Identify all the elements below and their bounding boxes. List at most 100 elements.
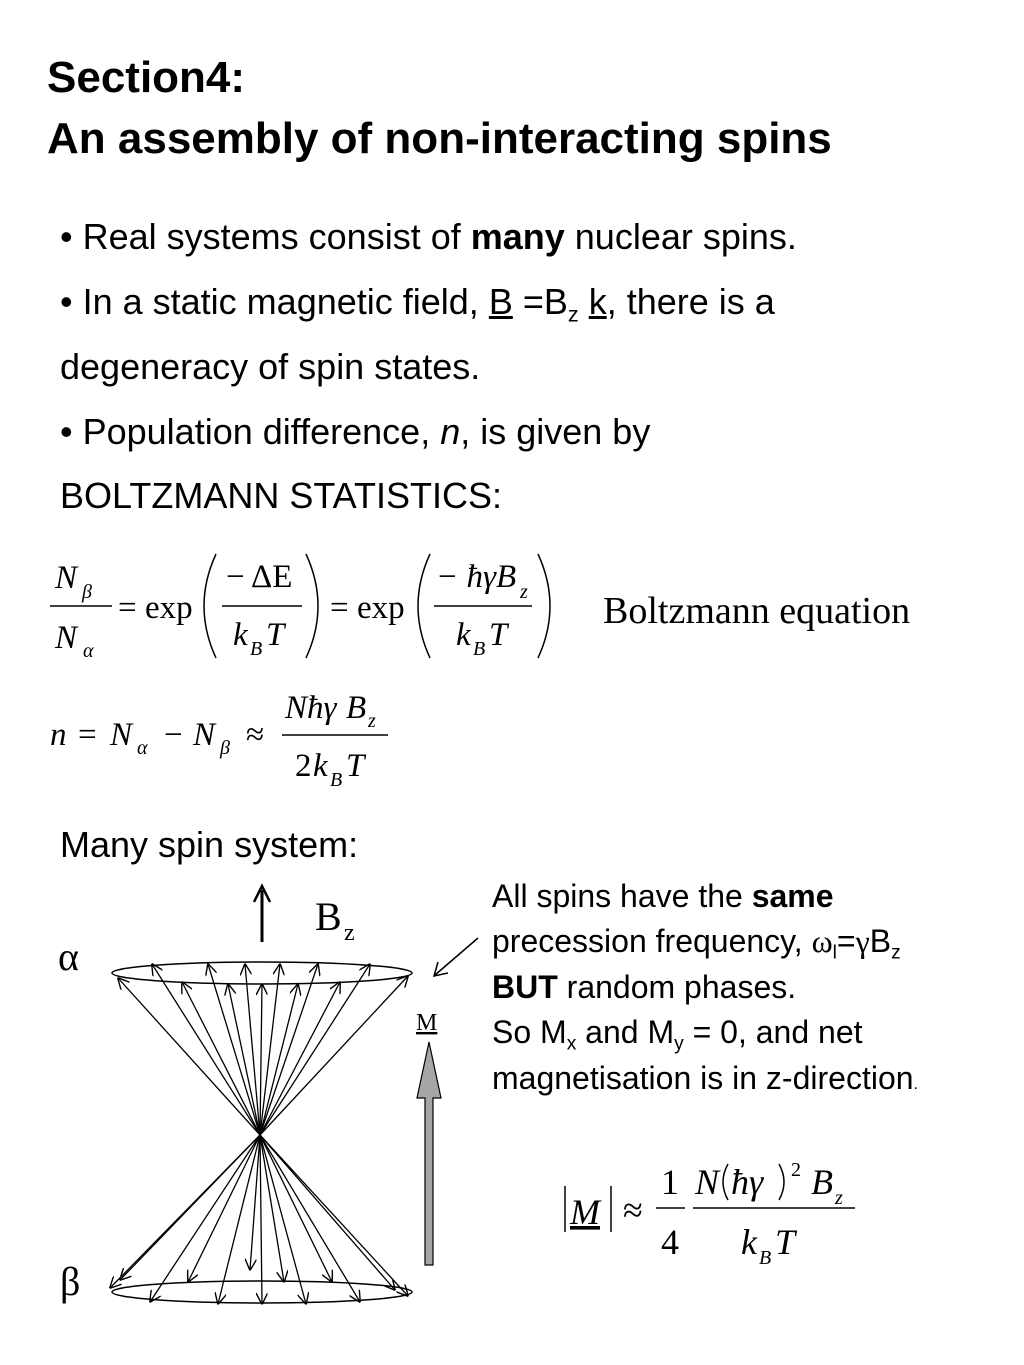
bullet-static-field-line2: degeneracy of spin states.: [60, 346, 481, 387]
spin-vector: [259, 1134, 332, 1282]
approx-sign: ≈: [623, 1190, 643, 1230]
field-label-sub: z: [344, 920, 355, 946]
sub-z: z: [367, 710, 376, 732]
sub-z: z: [834, 1187, 843, 1209]
boltzmann-equation: N β N α = exp − ΔE k B T = exp − ħγB z k…: [50, 553, 910, 662]
caption-pointer-head: [432, 961, 449, 977]
t-symbol: T: [775, 1222, 798, 1262]
spin-vector: [228, 984, 261, 1136]
t-symbol: T: [489, 617, 510, 653]
caption-subscript: l: [832, 943, 837, 965]
bullet-bold-text: many: [470, 216, 565, 257]
k-symbol: k: [456, 617, 472, 653]
caption-line: All spins have the same: [492, 874, 918, 919]
magnetisation-equation: M ≈ 1 4 N ħγ 2 B z k B T: [564, 1159, 855, 1269]
caption-pointer-arrow: [434, 937, 479, 976]
beta-spin-vectors: [110, 1134, 408, 1304]
four-symbol: 4: [661, 1222, 679, 1262]
equals-sign: =: [78, 717, 97, 753]
caption-line: BUT random phases.: [492, 965, 918, 1010]
omega-symbol: ω: [811, 923, 833, 960]
caption-text: .: [913, 1075, 918, 1093]
k-symbol: k: [233, 617, 249, 653]
b-symbol: B: [346, 690, 366, 726]
n-beta: N: [192, 717, 217, 753]
square-exponent: 2: [791, 1159, 801, 1181]
field-arrow-head: [252, 883, 272, 903]
bullet-text: , is given by: [460, 411, 651, 452]
sub-b: B: [759, 1247, 771, 1269]
bullet-text: nuclear spins.: [564, 216, 797, 257]
caption-bold-text: same: [751, 878, 834, 914]
caption-text: B: [869, 923, 892, 960]
caption-text: random phases.: [557, 968, 797, 1005]
caption-subscript: y: [674, 1034, 684, 1056]
equals-sign: =: [330, 590, 349, 626]
spin-vector: [182, 982, 261, 1136]
spin-vector: [150, 1134, 261, 1302]
sub-beta: β: [81, 581, 92, 603]
bullet-text: =B: [512, 281, 568, 322]
k-symbol: k: [741, 1222, 758, 1262]
vector-b: B: [488, 281, 513, 322]
bullet-text: • Population difference,: [60, 411, 441, 452]
caption-text: All spins have the: [492, 878, 752, 914]
spin-vector: [259, 964, 370, 1136]
n-symbol: N: [694, 1162, 721, 1202]
minus-delta-e: − ΔE: [226, 559, 292, 595]
one-symbol: 1: [661, 1162, 679, 1202]
caption-bold-text: BUT: [492, 968, 558, 1005]
sub-z: z: [519, 581, 528, 603]
caption-subscript: z: [891, 943, 901, 965]
exp-label: exp: [357, 590, 405, 626]
left-paren: [417, 553, 431, 659]
bullet-text: • Real systems consist of: [60, 216, 471, 257]
diagram-heading: Many spin system:: [60, 824, 359, 865]
spin-vector: [250, 1134, 261, 1270]
right-paren: [778, 1163, 785, 1201]
spin-vector: [120, 1134, 261, 1280]
vector-k: k: [588, 281, 607, 322]
spin-vector: [259, 976, 408, 1136]
spin-vector: [152, 964, 261, 1136]
equals-sign: =: [118, 590, 137, 626]
spin-vector: [259, 1134, 284, 1282]
sub-beta: β: [219, 737, 230, 759]
t-symbol: T: [266, 617, 287, 653]
precession-caption: All spins have the same precession frequ…: [492, 874, 918, 1101]
spin-vector: [259, 1134, 395, 1290]
spin-vector: [259, 984, 298, 1136]
bullet-population-line2: BOLTZMANN STATISTICS:: [60, 475, 503, 516]
bullet-text: , there is a: [606, 281, 775, 322]
caption-text: =: [836, 923, 856, 960]
field-label: B: [315, 894, 342, 939]
sub-alpha: α: [137, 737, 148, 759]
two-symbol: 2: [295, 748, 312, 784]
b-symbol: B: [811, 1162, 833, 1202]
sub-b: B: [473, 638, 485, 660]
spin-vector: [118, 978, 261, 1136]
page-title: An assembly of non-interacting spins: [47, 114, 832, 163]
spin-vector: [218, 1134, 261, 1304]
spin-vector: [208, 964, 261, 1136]
spin-cone-diagram: α β B z M: [58, 883, 479, 1320]
beta-state-label: β: [60, 1259, 80, 1304]
spin-vector: [188, 1134, 261, 1282]
spin-vector: [259, 964, 318, 1136]
right-paren: [305, 553, 319, 659]
variable-n: n: [440, 411, 461, 452]
k-symbol: k: [313, 748, 329, 784]
caption-text: So M: [492, 1014, 567, 1051]
spin-vector: [245, 964, 261, 1136]
left-paren: [203, 553, 217, 659]
caption-line: magnetisation is in z-direction.: [492, 1056, 918, 1101]
left-paren: [722, 1163, 729, 1201]
spin-vector: [260, 984, 262, 1136]
bullet-population: • Population difference, n, is given by: [60, 414, 650, 450]
m-vector: M: [569, 1192, 602, 1232]
bullet-text: • In a static magnetic field,: [60, 281, 489, 322]
right-paren: [537, 553, 551, 659]
n-beta-numerator: N: [54, 560, 79, 596]
bullet-many-spins: • Real systems consist of many nuclear s…: [60, 219, 797, 255]
bullet-static-field: • In a static magnetic field, B =Bz k, t…: [60, 281, 775, 325]
